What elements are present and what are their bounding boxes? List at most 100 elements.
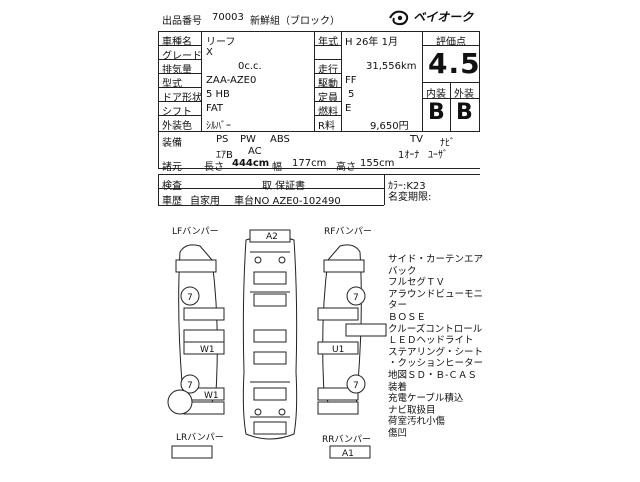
name-change-deadline: 名変期限: [388,192,432,203]
displacement: 0c.c. [238,61,262,72]
recycle-fee-label: R料 [318,121,335,132]
equipment-label: 装備 [162,138,182,149]
capacity: 5 [348,89,355,100]
right-front-door-mark: U1 [332,345,344,355]
wheel-rl-mark: 7 [187,381,193,391]
panel-rear-1 [253,421,287,435]
length: 444cm [232,158,270,169]
note-line: 荷室汚れ小傷 [388,416,446,428]
width: 177cm [292,158,327,169]
rear-bumper-mark: A1 [342,449,354,459]
exterior-color-label: 外装色 [162,121,192,132]
year: H 26年 1月 [345,37,398,48]
vehicle-grade-label: グレード [162,51,202,62]
fuel: E [345,103,352,114]
note-line: バック [388,265,417,277]
interior-grade: B [428,100,445,125]
exterior-grade-label: 外装 [454,89,474,100]
equip-one-owner: 1ｵｰﾅ [398,150,420,161]
height-label: 高さ [336,162,356,173]
note-line: ステアリング・シート [388,346,484,358]
vehicle-name-label: 車種名 [162,37,192,48]
wheel-front-left-icon [180,286,200,306]
vehicle-grade: X [206,47,213,58]
rr-bumper-label: RRバンパー [322,434,371,445]
panel-rf-fender [323,259,365,273]
score-value: 4.5 [428,47,481,80]
wheel-rear-right-icon [346,374,366,394]
history-label: 車歴 [162,196,182,207]
panel-lf-fender [175,259,217,273]
left-front-door-mark: W1 [200,345,215,355]
panel-front-bumper [249,229,291,243]
equip-tv: TV [410,134,423,145]
panel-roof-2 [253,329,287,343]
note-line: ・クッションヒーター [388,358,484,370]
history: 自家用 [190,196,220,207]
brand-logo: ベイオーク [388,8,473,27]
length-label: 長さ [204,162,224,173]
note-line: 充電ケーブル積込 [388,393,464,405]
panel-lr-door [183,329,225,343]
rf-bumper-label: RFバンパー [324,226,372,237]
panel-rr-fender [317,401,359,415]
shift-label: シフト [162,107,192,118]
note-line: 装着 [388,381,408,393]
exterior-grade: B [456,100,473,125]
panel-rf-door [317,307,359,321]
capacity-label: 定員 [318,93,338,104]
panel-roof-1 [253,293,287,307]
lot-label: 出品番号 [162,16,202,27]
panel-rf-door-u [317,341,359,355]
height: 155cm [360,158,395,169]
fuel-label: 燃料 [318,107,338,118]
lr-bumper-label: LRバンパー [176,432,224,443]
vehicle-name: リーフ [206,37,236,48]
equip-ac: AC [248,146,262,157]
doors-label: ドア形状 [162,93,202,104]
car-damage-diagram: LFバンパー RFバンパー LRバンパー RRバンパー A2 A1 W1 W1 … [167,226,387,459]
equip-ps: PS [216,134,229,145]
note-line: 傷凹 [388,427,408,439]
equip-navi: ﾅﾋﾞ [440,138,455,149]
recycle-fee: 9,650円 [370,121,409,132]
bayauc-logo-icon [389,10,409,26]
panel-lr-bumper [171,445,213,459]
doors: 5 HB [206,89,230,100]
auction-grade-label: 新鮮組（ブロック） [250,16,340,27]
note-line: 地図ＳＤ・Ｂ-ＣＡＳ [388,369,477,381]
inspection-value: 取 保証書 [262,181,306,192]
notes-list: サイド・カーテンエア バック フルセグＴＶ アラウンドビューモニ ター ＢＯＳＥ… [388,254,483,440]
panel-hood [253,271,287,285]
spare-tire-icon [167,389,193,415]
wheel-fr-mark: 7 [353,293,359,303]
equip-pw: PW [240,134,256,145]
lot-number: 70003 [212,12,244,23]
color-code: ｶﾗｰ:K23 [388,181,426,192]
note-line: ナビ取扱目 [388,404,436,416]
displacement-label: 排気量 [162,65,192,76]
wheel-rear-left-icon [180,374,200,394]
mileage: 31,556km [366,61,417,72]
mileage-label: 走行 [318,65,338,76]
interior-grade-label: 内装 [426,89,446,100]
note-line: アラウンドビューモニ [388,288,484,300]
year-label: 年式 [318,37,338,48]
left-rear-door-mark: W1 [204,391,219,401]
wheel-fl-mark: 7 [187,293,193,303]
drive: FF [345,75,357,86]
note-line: クルーズコントロール [388,323,483,335]
panel-lf-door-w [183,341,225,355]
equip-abs: ABS [270,134,290,145]
wheel-rr-mark: 7 [353,381,359,391]
panel-rear-bumper [329,445,371,459]
panel-rr-door [345,323,387,337]
dimensions-label: 諸元 [162,162,182,173]
model-label: 型式 [162,79,182,90]
inspection-label: 検査 [162,181,182,192]
equip-user: ﾕｰｻﾞ [428,150,448,161]
note-line: ＢＯＳＥ [388,311,427,323]
wheel-front-right-icon [346,286,366,306]
lf-bumper-label: LFバンパー [172,226,219,237]
brand-name: ベイオーク [413,10,474,24]
